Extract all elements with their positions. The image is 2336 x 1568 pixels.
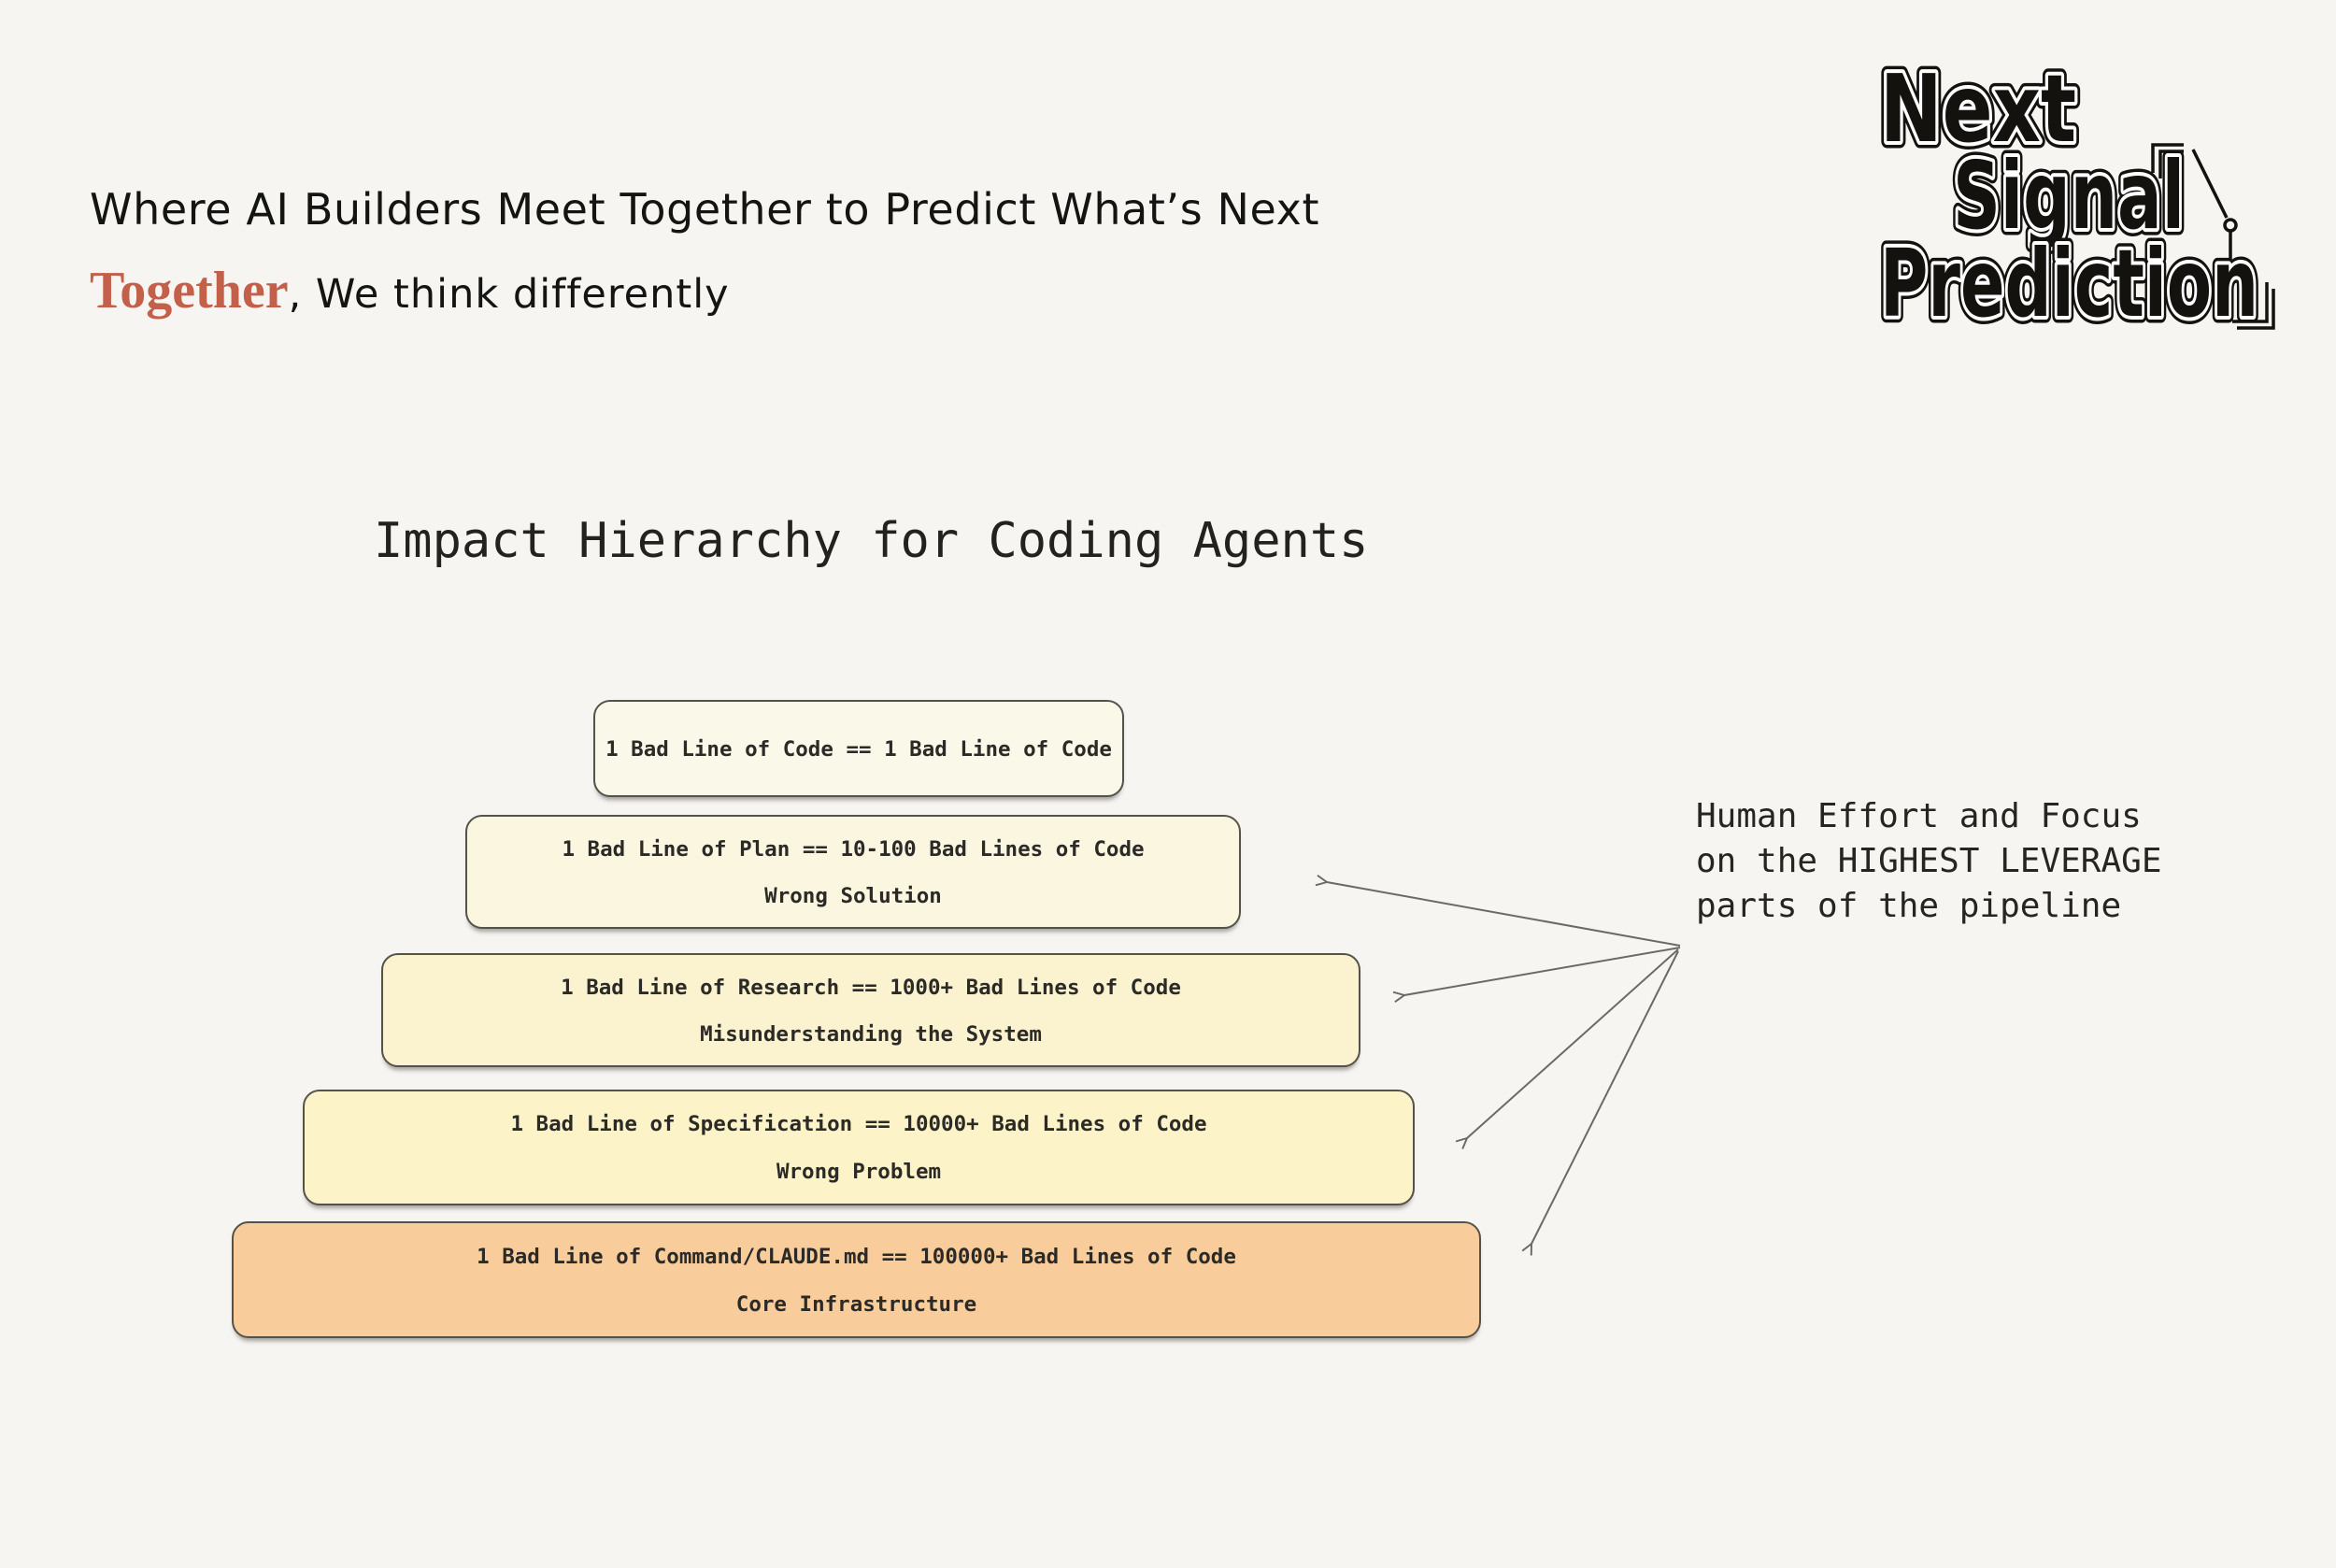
level-label: Wrong Solution (764, 883, 942, 908)
arrow-to-specification-icon (1467, 948, 1679, 1138)
svg-text:Prediction: Prediction (1880, 229, 2258, 338)
logo-line-prediction: Prediction (1880, 229, 2258, 338)
pyramid-level-plan: 1 Bad Line of Plan == 10-100 Bad Lines o… (465, 815, 1241, 929)
logo-wordmark: Next Next Next Signal Signal Signal Pred… (1873, 48, 2266, 346)
level-equation: 1 Bad Line of Research == 1000+ Bad Line… (561, 975, 1181, 1000)
tagline-accent: Together (90, 262, 289, 320)
pyramid-level-command: 1 Bad Line of Command/CLAUDE.md == 10000… (232, 1221, 1481, 1338)
level-equation: 1 Bad Line of Specification == 10000+ Ba… (510, 1112, 1207, 1137)
pyramid-level-research: 1 Bad Line of Research == 1000+ Bad Line… (381, 953, 1360, 1067)
tagline-line1: Where AI Builders Meet Together to Predi… (90, 184, 1320, 235)
logo-circuit-icon (2151, 143, 2275, 330)
tagline-line2: Together, We think differently (90, 264, 730, 317)
pyramid-level-code: 1 Bad Line of Code == 1 Bad Line of Code (593, 700, 1124, 797)
leverage-annotation: Human Effort and Focus on the HIGHEST LE… (1696, 794, 2162, 929)
level-equation: 1 Bad Line of Code == 1 Bad Line of Code (605, 736, 1112, 762)
tagline-rest: , We think differently (288, 271, 730, 318)
level-label: Wrong Problem (776, 1160, 942, 1185)
arrow-to-plan-icon (1327, 882, 1681, 947)
level-equation: 1 Bad Line of Plan == 10-100 Bad Lines o… (562, 836, 1145, 862)
arrow-to-research-icon (1404, 947, 1681, 995)
arrow-to-command-icon (1531, 950, 1679, 1244)
svg-text:Next: Next (1880, 54, 2076, 164)
svg-text:Signal: Signal (1953, 141, 2185, 250)
level-equation: 1 Bad Line of Command/CLAUDE.md == 10000… (477, 1244, 1236, 1269)
annotation-line: on the HIGHEST LEVERAGE (1696, 842, 2162, 880)
annotation-line: parts of the pipeline (1696, 887, 2122, 925)
svg-text:Prediction: Prediction (1880, 229, 2258, 338)
annotation-line: Human Effort and Focus (1696, 797, 2142, 835)
diagram-title: Impact Hierarchy for Coding Agents (374, 513, 1369, 569)
svg-text:Next: Next (1880, 54, 2076, 164)
svg-text:Signal: Signal (1953, 141, 2185, 250)
logo-line-signal: Signal (1953, 141, 2185, 250)
pyramid-level-specification: 1 Bad Line of Specification == 10000+ Ba… (303, 1090, 1415, 1205)
level-label: Core Infrastructure (735, 1292, 977, 1317)
level-label: Misunderstanding the System (700, 1021, 1042, 1047)
logo-line-next: Next (1880, 54, 2076, 164)
brand-logo: Next Next Next Signal Signal Signal Pred… (1873, 48, 2275, 346)
